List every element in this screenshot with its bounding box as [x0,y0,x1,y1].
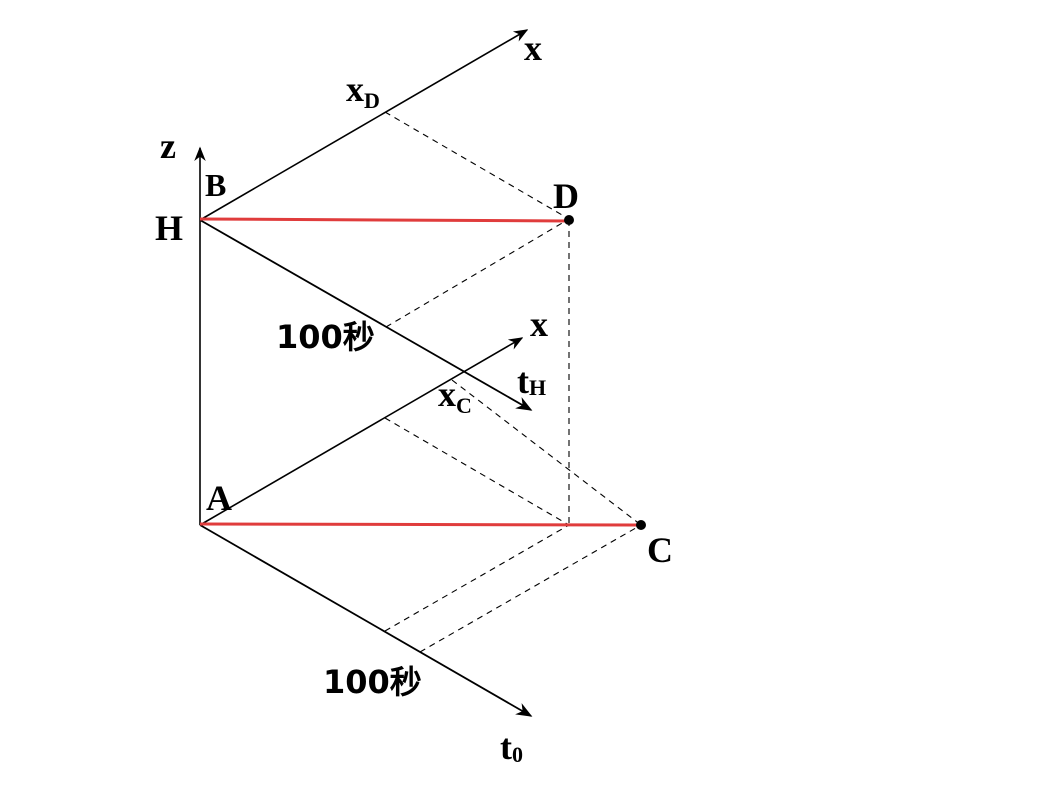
label-A: A [206,478,232,518]
dash-100s-upper-to-D [385,218,570,328]
label-tH: tH [517,361,546,401]
x-axis-upper [199,29,529,221]
label-xD-base: x [346,69,364,109]
label-100s-upper: 100秒 [276,318,375,356]
dashed-guides [384,111,642,653]
dash-100s-lower-to-base [384,524,570,632]
label-xC: xC [438,374,472,418]
x-axis-lower [199,337,524,526]
t0-axis [199,524,533,717]
label-C: C [647,530,673,570]
dash-t0-to-C [419,524,642,653]
label-xD: xD [346,69,380,113]
label-H: H [155,208,183,248]
label-D: D [553,176,579,216]
label-tH-base: t [517,361,529,401]
label-xC-base: x [438,374,456,414]
label-t0-base: t [500,727,512,767]
dash-lower-x-to-C [384,417,570,526]
label-x-upper: x [524,28,542,68]
dash-xC-to-C [451,379,642,526]
label-z: z [160,126,176,166]
label-100s-lower: 100秒 [323,663,422,701]
segment-A-C [199,522,642,527]
label-xD-sub: D [364,88,380,113]
dash-xD-to-D [384,111,570,220]
segment-H-D [199,217,570,223]
label-t0-sub: 0 [512,742,523,767]
label-tH-sub: H [529,375,546,400]
point-C [636,520,646,530]
label-B: B [205,167,226,203]
label-x-lower: x [530,304,548,344]
tH-axis [199,219,533,411]
label-xC-sub: C [456,393,472,418]
label-t0: t0 [500,727,523,767]
point-D [564,215,574,225]
